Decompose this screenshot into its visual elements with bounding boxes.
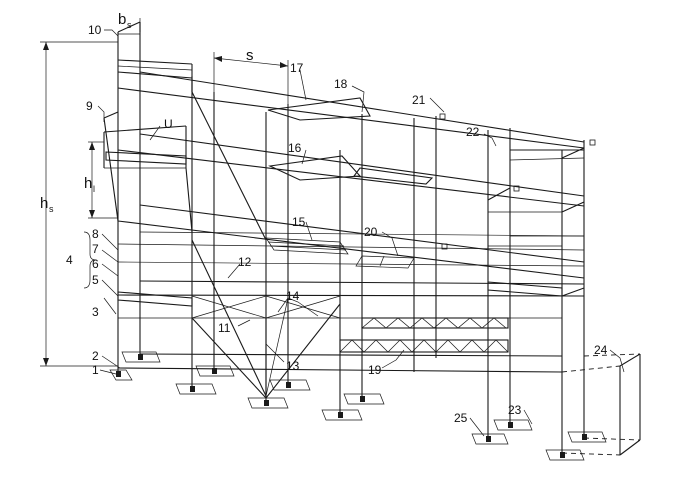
lattice-beams xyxy=(339,317,509,353)
callout-6: 6 xyxy=(92,257,99,271)
callout-18: 18 xyxy=(334,77,348,91)
dim-b-sub: s xyxy=(127,20,132,30)
base-plates xyxy=(109,351,607,461)
callout-3: 3 xyxy=(92,305,99,319)
callout-14: 14 xyxy=(286,289,300,303)
callout-11: 11 xyxy=(218,321,231,335)
callout-4: 4 xyxy=(66,253,73,267)
callout-7: 7 xyxy=(92,242,99,256)
callout-13: 13 xyxy=(286,359,300,373)
callout-8: 8 xyxy=(92,227,99,241)
callout-labels: 1 2 3 4 5 6 7 8 9 10 11 12 13 14 15 16 1… xyxy=(40,11,608,425)
dim-hs-main: h xyxy=(40,195,48,212)
callout-22: 22 xyxy=(466,125,480,139)
dim-b-main: b xyxy=(118,11,126,28)
callout-12: 12 xyxy=(238,255,252,269)
dim-hs-sub: s xyxy=(49,204,54,214)
dim-hl-main: h xyxy=(84,175,92,192)
callout-2: 2 xyxy=(92,349,99,363)
callout-5: 5 xyxy=(92,273,99,287)
leader-lines xyxy=(83,29,625,437)
callout-21: 21 xyxy=(412,93,426,107)
callout-17: 17 xyxy=(290,61,304,75)
dim-s: s xyxy=(246,47,254,64)
platform-decks xyxy=(105,97,563,307)
callout-10: 10 xyxy=(88,23,102,37)
callout-15: 15 xyxy=(292,215,306,229)
callout-24: 24 xyxy=(594,343,608,357)
clip-marks xyxy=(439,113,596,250)
callout-19: 19 xyxy=(368,363,382,377)
extension-dashed xyxy=(561,353,641,456)
callout-1: 1 xyxy=(92,363,99,377)
callout-u: U xyxy=(164,117,173,131)
callout-9: 9 xyxy=(86,99,93,113)
callout-20: 20 xyxy=(364,225,378,239)
callout-16: 16 xyxy=(288,141,302,155)
callout-23: 23 xyxy=(508,403,522,417)
dim-hl-sub: l xyxy=(93,184,95,194)
dimension-lines xyxy=(40,18,289,367)
callout-25: 25 xyxy=(454,411,468,425)
